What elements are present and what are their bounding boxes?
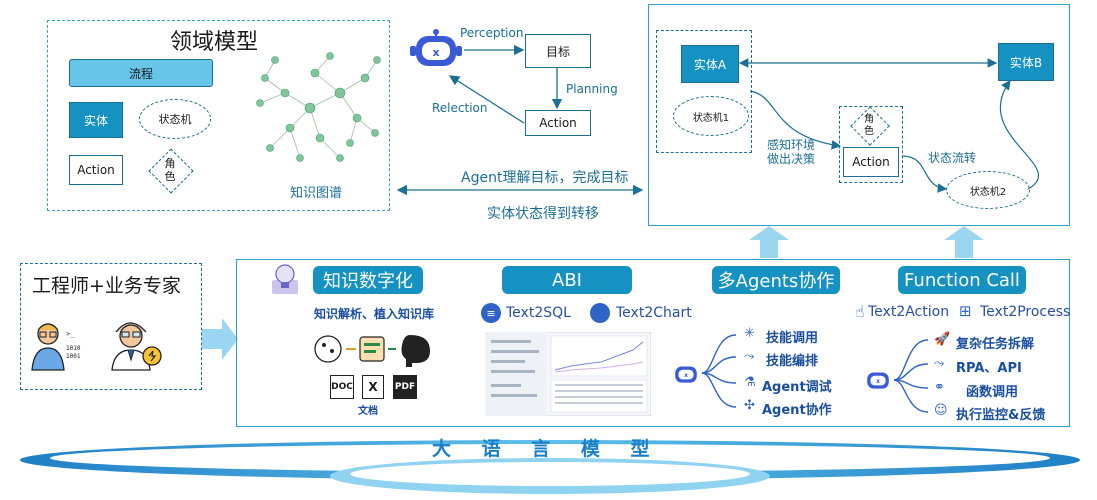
task-decompose-icon: 🚀 (934, 332, 951, 347)
foundation-rings (20, 440, 1080, 494)
action-node: Action (69, 155, 123, 185)
domain-model-panel (47, 20, 390, 211)
engineer-icon: >_ 1010 1001 (31, 323, 81, 371)
double-arrow (396, 184, 644, 196)
entity-state-text: 实体状态得到转移 (487, 206, 599, 222)
text2chart-label: Text2Chart (616, 305, 692, 321)
role-label: 角色 (164, 157, 176, 183)
function-call-item-2: RPA、API (956, 361, 1022, 376)
svg-text:>_: >_ (66, 330, 75, 338)
state-machine-1-node: 状态机1 (673, 96, 749, 136)
svg-text:x: x (876, 379, 880, 385)
state-flow-label: 状态流转 (928, 151, 977, 165)
text2sql-label: Text2SQL (506, 305, 571, 321)
text2chart-icon (590, 303, 610, 323)
svg-text:1001: 1001 (66, 353, 81, 360)
text2sql-icon: ≡ (481, 303, 501, 323)
pdf-file-icon: PDF (393, 375, 417, 399)
svg-text:1010: 1010 (66, 345, 81, 352)
multi-agent-item-3: Agent调试 (762, 380, 832, 395)
knowledge-subtitle: 知识解析、植入知识库 (314, 307, 435, 321)
up-arrow-right (944, 226, 984, 258)
monitor-feedback-icon: ☺ (934, 403, 948, 418)
agent-collab-icon: ✣ (744, 398, 755, 413)
knowledge-graph-icon (256, 52, 381, 162)
perceive-text: 感知环境 做出决策 (767, 138, 815, 166)
right-arrow (202, 318, 238, 360)
loop-action-node: Action (525, 110, 591, 136)
tab-multi-agents: 多Agents协作 (712, 266, 840, 294)
up-arrow-left (749, 226, 789, 258)
agent-loop-arrows (448, 44, 563, 124)
svg-text:x: x (432, 46, 439, 59)
state-transfer-arrows (738, 58, 1040, 193)
capabilities-panel (236, 259, 1070, 427)
tab-knowledge-digitization: 知识数字化 (313, 266, 423, 294)
multi-agent-robot-icon: x (675, 366, 697, 383)
state-action-node: Action (843, 147, 899, 177)
entity-a-node: 实体A (681, 45, 739, 83)
tab-function-call: Function Call (898, 266, 1026, 294)
abi-dashboard-screenshot (485, 332, 651, 416)
reflection-label: Relection (432, 101, 488, 115)
skill-call-icon: ✳ (744, 326, 755, 341)
state-machine-2-node: 状态机2 (946, 171, 1030, 209)
agent-goal-text: Agent理解目标，完成目标 (461, 170, 629, 186)
function-call-item-1: 复杂任务拆解 (956, 337, 1035, 352)
foundation-title: 大 语 言 模 型 (432, 438, 662, 460)
doc-file-icon: DOC (330, 375, 354, 399)
knowledge-icons (314, 335, 430, 367)
state-transfer-panel (648, 4, 1070, 226)
rpa-api-icon: ⤳ (934, 356, 945, 371)
function-call-icon: ⚭ (934, 380, 945, 395)
function-call-branches (893, 339, 929, 413)
multi-agent-item-1: 技能调用 (766, 331, 819, 346)
text2process-label: Text2Process (980, 304, 1071, 320)
state-machine-node: 状态机 (139, 99, 211, 139)
expert-icon (111, 322, 162, 371)
entity-node: 实体 (69, 102, 123, 138)
excel-file-icon: X (362, 375, 384, 399)
text2action-icon: ☝ (855, 302, 865, 321)
text2process-icon: ⊞ (959, 302, 972, 320)
multi-agent-item-2: 技能编排 (766, 354, 819, 369)
entity-b-node: 实体B (998, 43, 1054, 81)
flow-node: 流程 (69, 59, 213, 87)
people-title: 工程师+业务专家 (32, 275, 181, 297)
function-call-item-3: 函数调用 (966, 385, 1019, 400)
skill-orchestrate-icon: ⤳ (744, 349, 755, 364)
svg-text:x: x (684, 373, 688, 379)
agent-debug-icon: ⚗ (744, 375, 756, 390)
function-call-item-4: 执行监控&反馈 (956, 408, 1046, 423)
decide-line: 做出决策 (767, 152, 816, 166)
lightbulb-icon (272, 264, 298, 294)
planning-label: Planning (566, 82, 618, 96)
domain-model-title: 领域模型 (170, 30, 259, 55)
perception-label: Perception (460, 26, 524, 40)
perceive-line: 感知环境 (767, 138, 816, 152)
knowledge-graph-label: 知识图谱 (290, 186, 343, 201)
tab-abi: ABI (502, 266, 632, 294)
agent-robot-icon: x (410, 29, 462, 66)
multi-agent-branches (701, 334, 737, 408)
role-label-2: 角色 (864, 114, 874, 137)
function-call-robot-icon: x (867, 372, 889, 389)
doc-label: 文档 (358, 406, 378, 417)
multi-agent-item-4: Agent协作 (762, 403, 832, 418)
text2action-label: Text2Action (868, 304, 950, 320)
people-panel (20, 263, 202, 390)
goal-node: 目标 (525, 34, 591, 68)
